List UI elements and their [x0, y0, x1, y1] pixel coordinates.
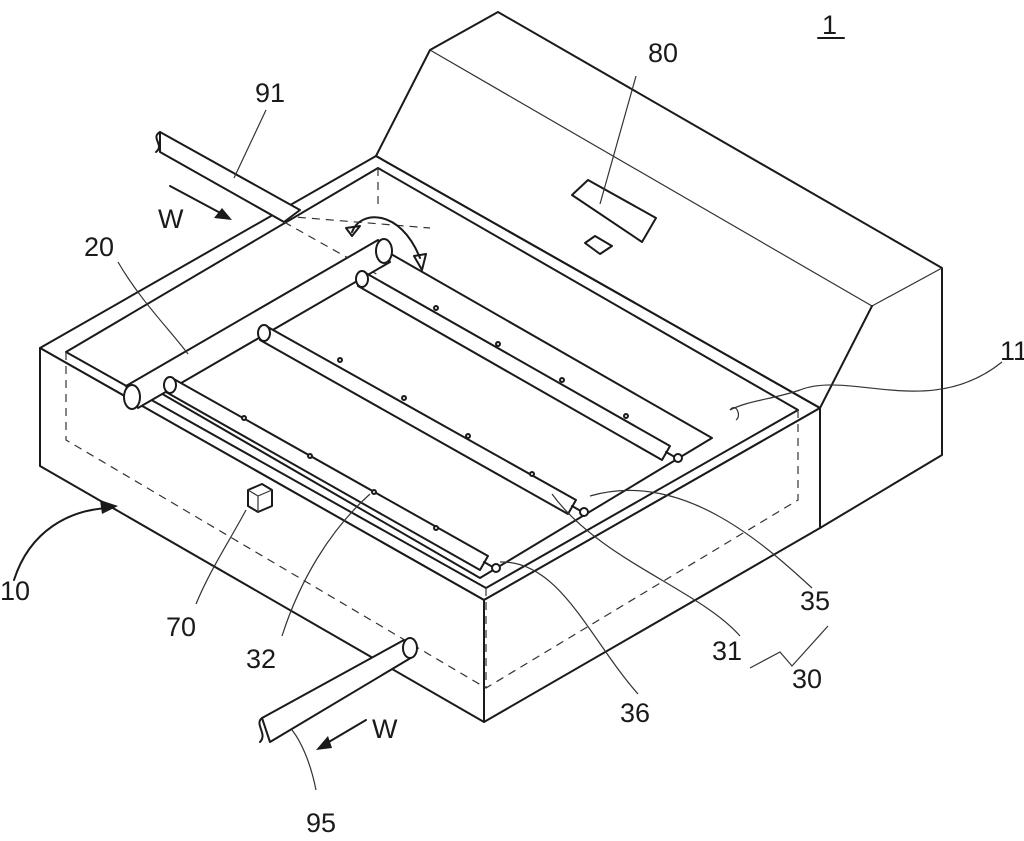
label-36: 36 — [620, 698, 650, 728]
flow-arrow-out — [316, 719, 367, 750]
label-w-out: W — [372, 714, 398, 744]
label-70: 70 — [166, 612, 196, 642]
label-figure-number: 1 — [822, 10, 837, 40]
label-11: 11 — [1000, 336, 1024, 366]
rotation-shaft — [123, 216, 427, 410]
label-10: 10 — [0, 576, 30, 606]
label-31: 31 — [712, 636, 742, 666]
label-30: 30 — [792, 664, 822, 694]
spray-pipe-back — [355, 270, 683, 463]
label-32: 32 — [246, 644, 276, 674]
label-80: 80 — [648, 38, 678, 68]
label-91: 91 — [255, 78, 285, 108]
outlet-pipe — [258, 637, 418, 743]
label-w-in: W — [158, 204, 184, 234]
display-panel — [571, 179, 657, 255]
spray-pipe-31 — [257, 324, 589, 517]
tank-body — [39, 155, 821, 723]
flow-arrow-in — [169, 185, 232, 220]
label-95: 95 — [306, 808, 336, 836]
reference-labels: 1 80 91 W 20 11 10 70 32 31 35 30 36 W 9… — [0, 10, 1024, 838]
body-pointer-arrow — [13, 500, 118, 581]
label-35: 35 — [800, 586, 830, 616]
spray-pipe-32 — [163, 376, 501, 573]
sensor-box — [247, 483, 273, 513]
label-20: 20 — [84, 232, 114, 262]
inlet-pipe — [155, 131, 381, 277]
spray-nozzles — [241, 305, 629, 531]
leader-lines — [117, 75, 1003, 791]
